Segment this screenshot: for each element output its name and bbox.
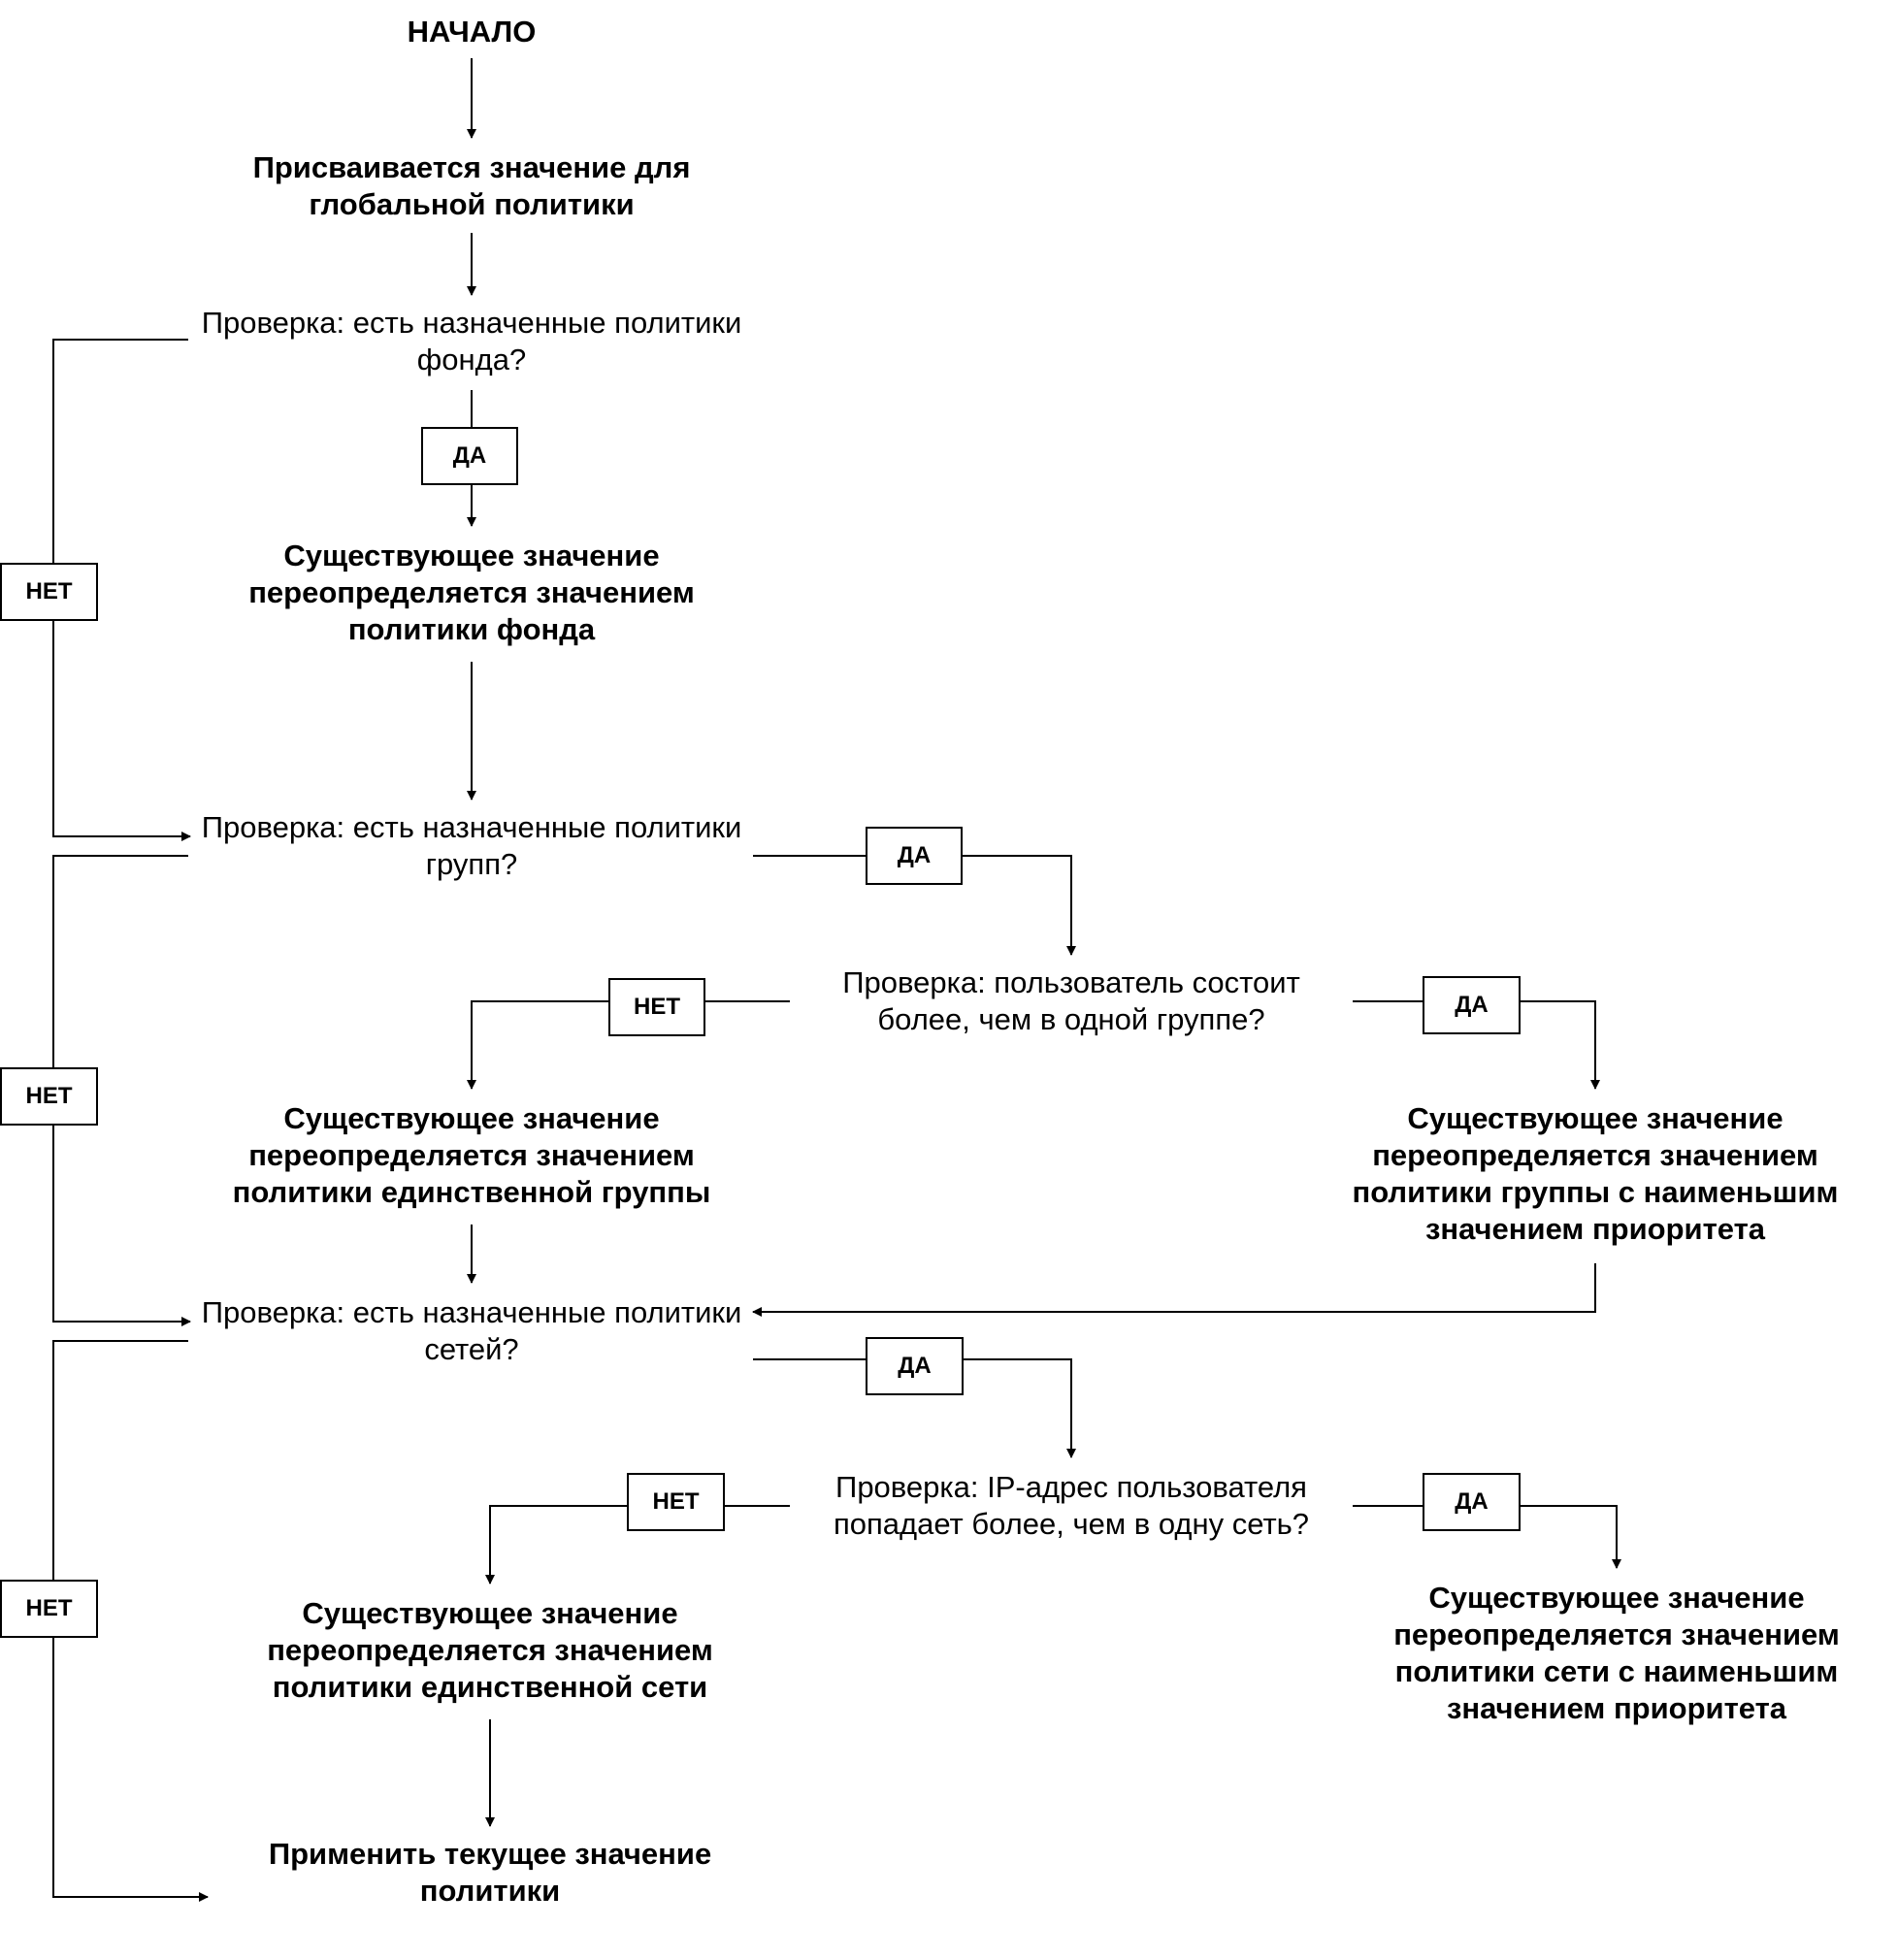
override-min-group-node: Существующее значение переопределяется з…: [1352, 1101, 1839, 1246]
check-multi-group-node: Проверка: пользователь состоит более, че…: [842, 965, 1300, 1036]
override-single-group-node: Существующее значение переопределяется з…: [232, 1101, 711, 1209]
no-label-multi-group: НЕТ: [608, 978, 705, 1036]
apply-current-node: Применить текущее значение политики: [268, 1837, 712, 1908]
arrow-groups-yes: [753, 855, 1076, 956]
arrow-min-group-to-check-networks: [752, 1263, 1596, 1317]
no-label-fund: НЕТ: [0, 563, 98, 621]
arrow-networks-yes: [753, 1358, 1076, 1458]
no-label-multi-network: НЕТ: [627, 1473, 725, 1531]
yes-label-networks: ДА: [866, 1337, 964, 1395]
yes-label-fund: ДА: [421, 427, 518, 485]
check-networks-node: Проверка: есть назначенные политики сете…: [201, 1295, 742, 1366]
assign-global-node: Присваивается значение для глобальной по…: [252, 150, 691, 221]
check-multi-network-node: Проверка: IP-адрес пользователя попадает…: [833, 1470, 1310, 1541]
yes-label-multi-network: ДА: [1423, 1473, 1521, 1531]
yes-label-groups: ДА: [866, 827, 963, 885]
start-node: НАЧАЛО: [407, 15, 537, 49]
override-min-network-node: Существующее значение переопределяется з…: [1393, 1581, 1840, 1725]
yes-label-multi-group: ДА: [1423, 976, 1521, 1034]
override-single-network-node: Существующее значение переопределяется з…: [267, 1596, 713, 1704]
no-label-networks: НЕТ: [0, 1580, 98, 1638]
no-label-groups: НЕТ: [0, 1067, 98, 1126]
check-fund-node: Проверка: есть назначенные политики фонд…: [201, 306, 742, 376]
override-fund-node: Существующее значение переопределяется з…: [248, 539, 695, 646]
check-groups-node: Проверка: есть назначенные политики груп…: [201, 810, 742, 881]
